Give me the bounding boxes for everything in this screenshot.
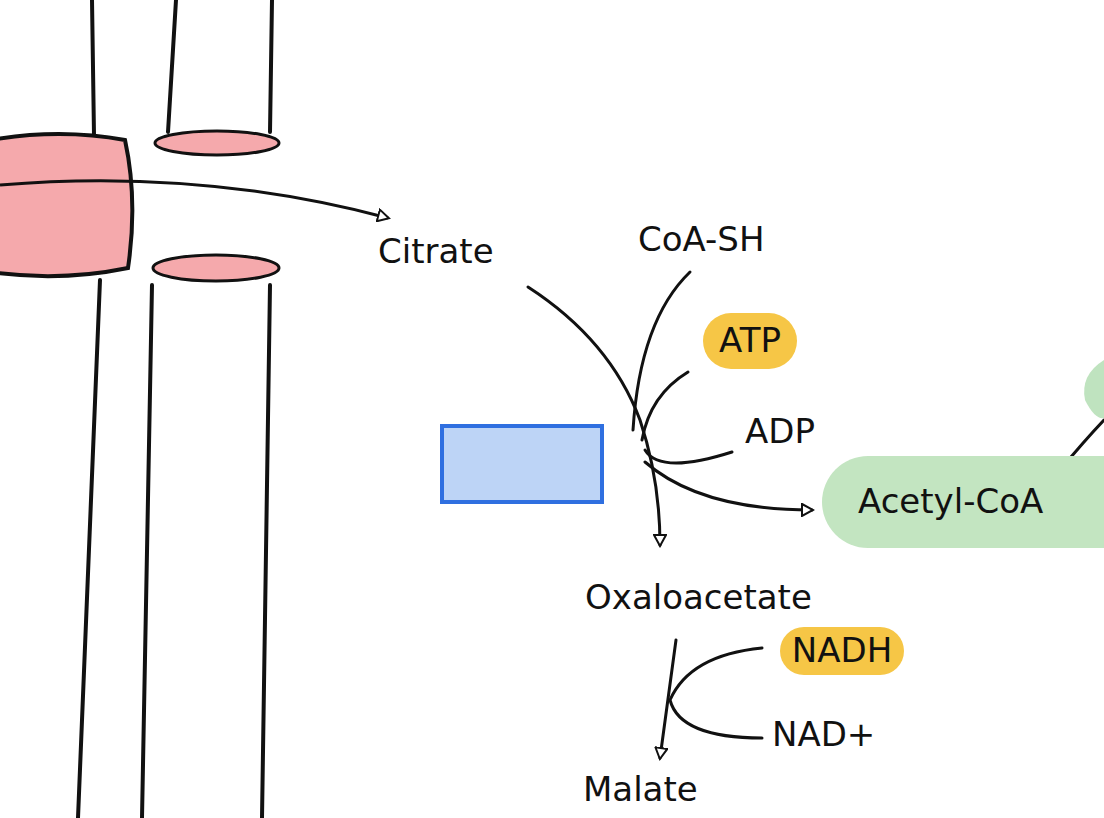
reaction-curve xyxy=(670,648,762,738)
membrane-line xyxy=(270,0,272,132)
reaction-curve xyxy=(645,450,732,463)
reaction-arrow xyxy=(645,462,812,510)
node-text: Acetyl-CoA xyxy=(858,482,1043,521)
membrane-line xyxy=(168,0,176,132)
highlight-blob: NADH xyxy=(780,627,904,674)
membrane-line xyxy=(262,285,270,818)
metabolite-label: NAD+ xyxy=(772,715,875,754)
metabolite-label: Oxaloacetate xyxy=(585,578,812,617)
reaction-arrow xyxy=(660,640,676,758)
membrane-line xyxy=(78,280,100,818)
membrane-line xyxy=(142,285,152,818)
membrane-line xyxy=(92,0,94,135)
reaction-curve xyxy=(633,272,690,430)
reaction-curve xyxy=(642,372,688,440)
green-blob xyxy=(1084,360,1104,418)
metabolite-label: ADP xyxy=(745,412,815,451)
membrane-protein xyxy=(155,131,279,155)
highlight-blob: Acetyl-CoA xyxy=(822,456,1104,547)
metabolite-label: CoA-SH xyxy=(638,220,764,259)
metabolite-label: Malate xyxy=(583,770,698,809)
membrane-protein xyxy=(153,255,279,281)
node-text: ATP xyxy=(719,321,781,360)
reaction-arrow xyxy=(528,287,660,545)
node-text: NADH xyxy=(792,631,892,670)
transporter-protein xyxy=(0,134,132,276)
transport-arrow xyxy=(0,181,388,218)
metabolite-label: Citrate xyxy=(378,232,494,271)
highlight-blob: ATP xyxy=(703,313,797,368)
enzyme-box xyxy=(442,426,602,502)
